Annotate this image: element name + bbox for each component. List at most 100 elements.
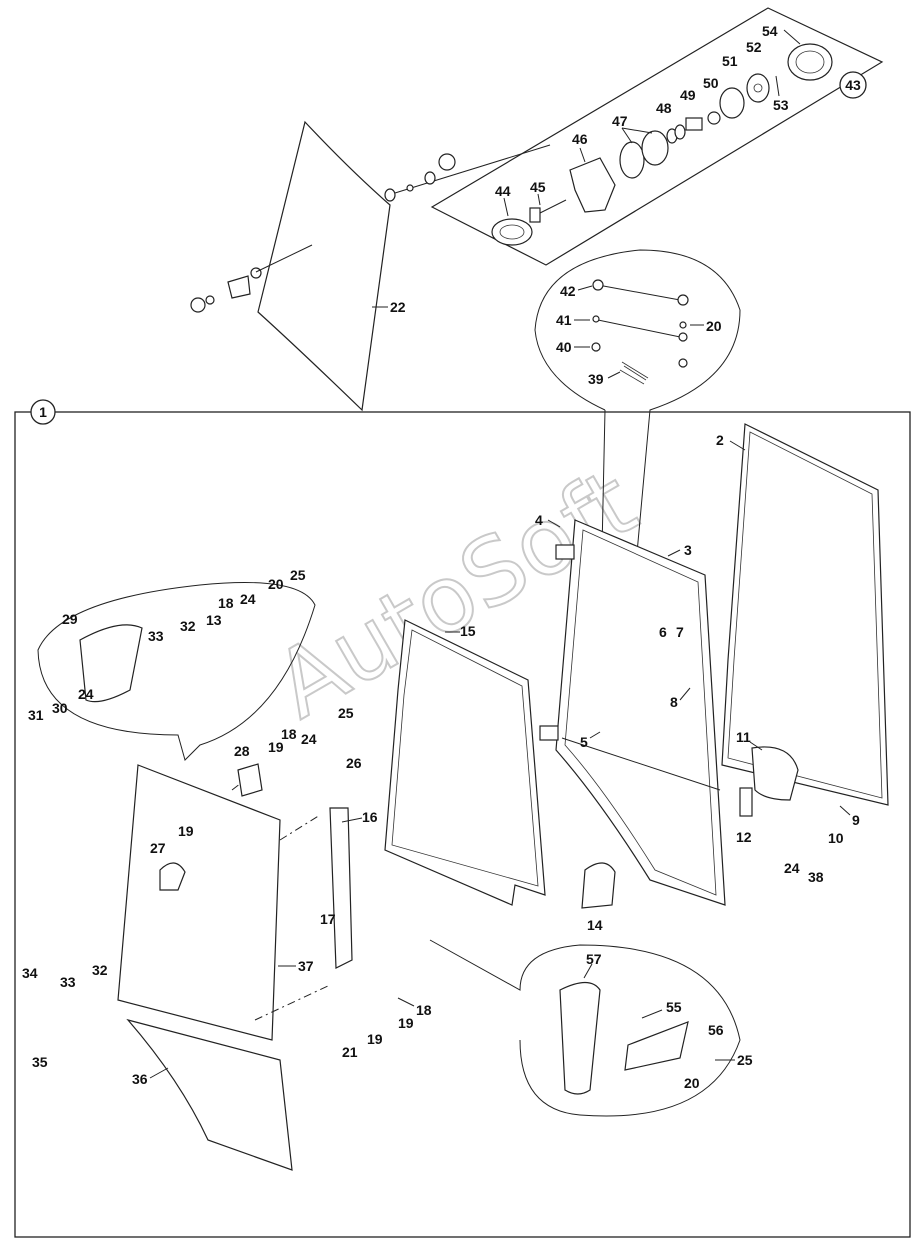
- label-25b[interactable]: 25: [338, 705, 354, 721]
- label-32b[interactable]: 32: [92, 962, 108, 978]
- label-11[interactable]: 11: [736, 729, 763, 751]
- svg-text:29: 29: [62, 611, 78, 627]
- label-7[interactable]: 7: [676, 624, 684, 640]
- label-17[interactable]: 17: [320, 911, 336, 927]
- label-13[interactable]: 13: [206, 612, 222, 628]
- label-27[interactable]: 27: [150, 840, 166, 856]
- label-21[interactable]: 21: [342, 1044, 358, 1060]
- label-20b[interactable]: 20: [690, 318, 722, 334]
- label-3[interactable]: 3: [667, 542, 692, 558]
- label-10[interactable]: 10: [828, 830, 844, 846]
- label-19b[interactable]: 19: [268, 739, 284, 755]
- svg-text:6: 6: [659, 624, 667, 640]
- door-glass-part-2: [721, 423, 889, 806]
- label-34[interactable]: 34: [22, 965, 38, 981]
- label-25a[interactable]: 25: [290, 567, 306, 583]
- svg-text:18: 18: [218, 595, 234, 611]
- nut-part-50: [707, 111, 721, 125]
- label-18c[interactable]: 18: [397, 997, 432, 1018]
- label-57[interactable]: 57: [583, 951, 602, 979]
- handle-part-29: [79, 624, 143, 703]
- label-39[interactable]: 39: [588, 371, 621, 387]
- label-47[interactable]: 47: [612, 113, 653, 144]
- label-26[interactable]: 26: [346, 755, 362, 771]
- label-20a[interactable]: 20: [268, 576, 284, 592]
- svg-text:45: 45: [530, 179, 546, 195]
- label-18b[interactable]: 18: [281, 726, 297, 742]
- svg-text:35: 35: [32, 1054, 48, 1070]
- svg-text:50: 50: [703, 75, 719, 91]
- label-24b[interactable]: 24: [78, 686, 94, 702]
- svg-text:30: 30: [52, 700, 68, 716]
- lock-cover-part-11: [751, 746, 799, 801]
- label-24a[interactable]: 24: [240, 591, 256, 607]
- label-50[interactable]: 50: [703, 75, 719, 91]
- label-6[interactable]: 6: [659, 624, 667, 640]
- label-24c[interactable]: 24: [301, 731, 317, 747]
- label-52[interactable]: 52: [746, 39, 762, 55]
- rings-part-48: [666, 124, 686, 144]
- label-41[interactable]: 41: [556, 312, 590, 328]
- label-45[interactable]: 45: [530, 179, 546, 206]
- label-42[interactable]: 42: [560, 283, 593, 299]
- rod-part-45: [529, 199, 567, 223]
- svg-text:24: 24: [240, 591, 256, 607]
- svg-text:31: 31: [28, 707, 44, 723]
- label-24d[interactable]: 24: [784, 860, 800, 876]
- svg-text:40: 40: [556, 339, 572, 355]
- label-51[interactable]: 51: [722, 53, 738, 69]
- svg-text:52: 52: [746, 39, 762, 55]
- label-22[interactable]: 22: [372, 299, 406, 315]
- svg-text:46: 46: [572, 131, 588, 147]
- svg-text:19: 19: [367, 1031, 383, 1047]
- label-12[interactable]: 12: [736, 829, 752, 845]
- label-37[interactable]: 37: [278, 958, 314, 974]
- label-19c[interactable]: 19: [367, 1031, 383, 1047]
- label-55[interactable]: 55: [641, 999, 682, 1019]
- label-28[interactable]: 28: [234, 743, 250, 759]
- label-56[interactable]: 56: [708, 1022, 724, 1038]
- disc-part-52: [746, 73, 770, 103]
- label-19d[interactable]: 19: [398, 1015, 414, 1031]
- label-44[interactable]: 44: [495, 183, 511, 217]
- label-4[interactable]: 4: [535, 512, 561, 528]
- label-18a[interactable]: 18: [218, 595, 234, 611]
- assembly-callout-1[interactable]: 1: [30, 399, 56, 425]
- label-25c[interactable]: 25: [715, 1052, 753, 1068]
- svg-text:54: 54: [762, 23, 778, 39]
- label-33a[interactable]: 33: [148, 628, 164, 644]
- svg-text:48: 48: [656, 100, 672, 116]
- label-32a[interactable]: 32: [180, 618, 196, 634]
- label-49[interactable]: 49: [680, 87, 696, 103]
- svg-text:3: 3: [684, 542, 692, 558]
- label-9[interactable]: 9: [839, 805, 860, 828]
- svg-text:26: 26: [346, 755, 362, 771]
- label-8[interactable]: 8: [670, 687, 691, 710]
- label-36[interactable]: 36: [132, 1067, 169, 1087]
- label-53[interactable]: 53: [773, 97, 789, 113]
- label-31[interactable]: 31: [28, 707, 44, 723]
- assembly-callout-43[interactable]: 43: [839, 71, 867, 99]
- label-33b[interactable]: 33: [60, 974, 76, 990]
- label-40[interactable]: 40: [556, 339, 590, 355]
- pin-part-49: [685, 117, 703, 131]
- assembly-frame: [14, 411, 911, 1238]
- svg-text:7: 7: [676, 624, 684, 640]
- label-46[interactable]: 46: [572, 131, 588, 163]
- label-54[interactable]: 54: [762, 23, 801, 45]
- label-30[interactable]: 30: [52, 700, 68, 716]
- label-29[interactable]: 29: [62, 611, 78, 627]
- label-15[interactable]: 15: [445, 623, 476, 639]
- label-16[interactable]: 16: [341, 809, 378, 825]
- knob-part-54: [787, 43, 833, 81]
- svg-text:57: 57: [586, 951, 602, 967]
- svg-text:11: 11: [736, 729, 751, 745]
- label-19a[interactable]: 19: [178, 823, 194, 839]
- label-20c[interactable]: 20: [684, 1075, 700, 1091]
- label-5[interactable]: 5: [580, 731, 601, 750]
- label-35[interactable]: 35: [32, 1054, 48, 1070]
- label-38[interactable]: 38: [808, 869, 824, 885]
- label-2[interactable]: 2: [716, 432, 746, 451]
- label-48[interactable]: 48: [656, 100, 672, 116]
- label-14[interactable]: 14: [587, 917, 603, 933]
